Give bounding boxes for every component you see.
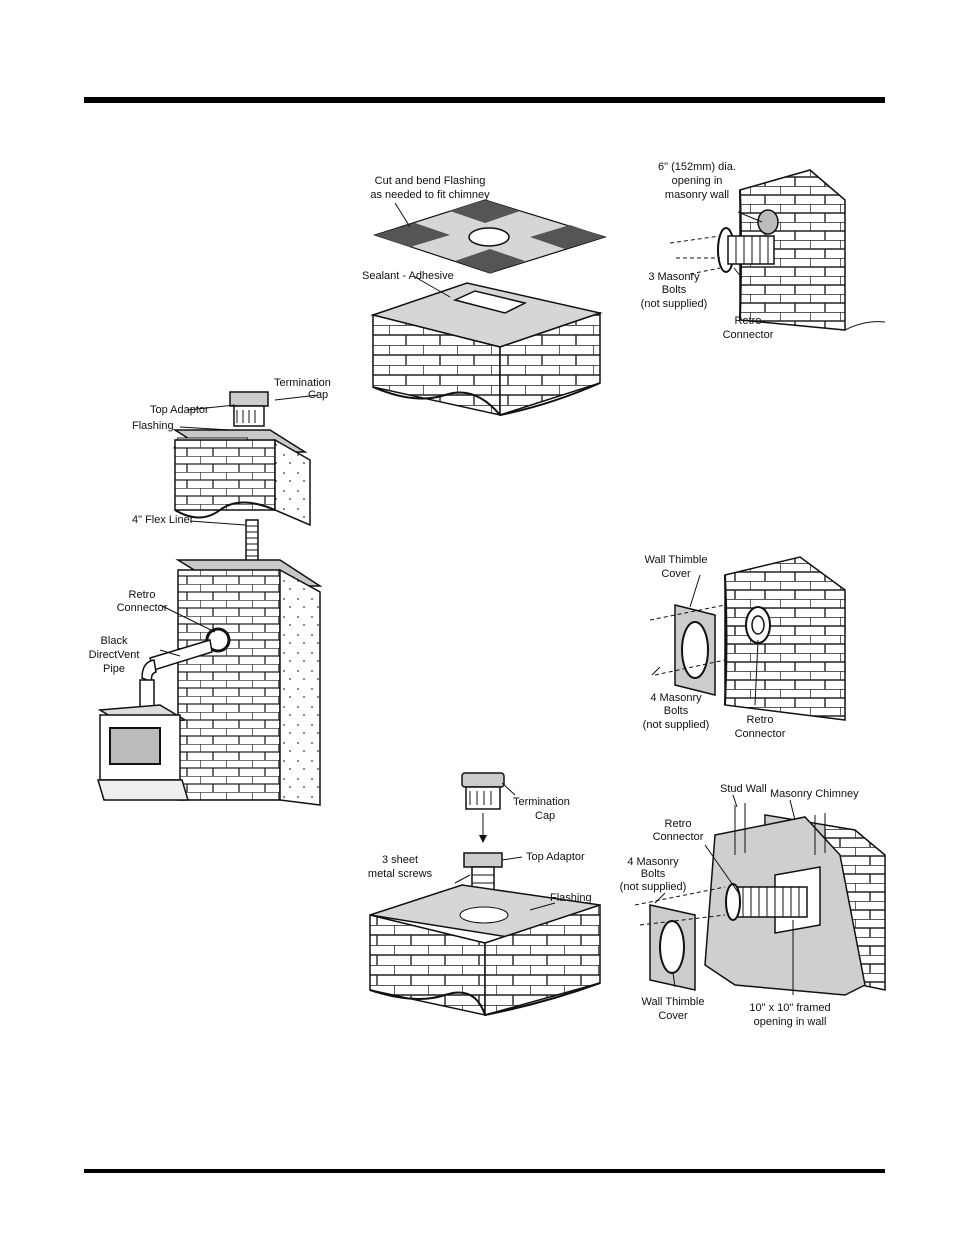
masonry-opening-labels: 6" (152mm) dia. opening in masonry wall … — [641, 161, 774, 341]
label-masonry-bolts-4-2: Bolts — [664, 705, 689, 717]
stud-wall-labels: Stud Wall Masonry Chimney Retro Connecto… — [620, 783, 859, 1028]
flashing-labels: Cut and bend Flashing as needed to fit c… — [362, 175, 490, 282]
label-cut-bend-2: as needed to fit chimney — [370, 189, 490, 201]
label-masonry-bolts-3-1: 3 Masonry — [648, 271, 700, 283]
flashing-diagram — [370, 199, 608, 417]
label-retro-connector-tr-1: Retro — [735, 315, 762, 327]
wall-thimble-labels: Wall Thimble Cover 4 Masonry Bolts (not … — [643, 554, 786, 740]
label-masonry-chimney: Masonry Chimney — [770, 788, 859, 800]
label-termination-cap-b-2: Cap — [535, 810, 555, 822]
label-black-pipe-2: DirectVent — [89, 649, 140, 661]
label-opening-1: 6" (152mm) dia. — [658, 161, 736, 173]
label-wall-thimble-cover-2: Cover — [661, 568, 691, 580]
label-wall-thimble-cover-b-2: Cover — [658, 1010, 688, 1022]
label-masonry-bolts-4b-3: (not supplied) — [620, 881, 687, 893]
label-retro-connector-mr-2: Connector — [735, 728, 786, 740]
label-black-pipe-1: Black — [101, 635, 128, 647]
label-retro-connector-2: Connector — [117, 602, 168, 614]
label-masonry-bolts-3-2: Bolts — [662, 284, 687, 296]
label-framed-opening-1: 10" x 10" framed — [749, 1002, 830, 1014]
label-opening-2: opening in — [672, 175, 723, 187]
label-stud-wall: Stud Wall — [720, 783, 767, 795]
label-wall-thimble-cover-1: Wall Thimble — [645, 554, 708, 566]
label-masonry-bolts-4b-1: 4 Masonry — [627, 856, 679, 868]
label-retro-connector-br-2: Connector — [653, 831, 704, 843]
cap-adaptor-diagram — [369, 772, 601, 1017]
label-masonry-bolts-4-3: (not supplied) — [643, 719, 710, 731]
label-opening-3: masonry wall — [665, 189, 729, 201]
chimney-installation-diagram — [96, 391, 323, 806]
label-black-pipe-3: Pipe — [103, 663, 125, 675]
label-masonry-bolts-4b-2: Bolts — [641, 868, 666, 880]
masonry-opening-diagram — [669, 169, 886, 331]
cap-adaptor-labels: Termination Cap Top Adaptor 3 sheet meta… — [368, 796, 592, 904]
stud-wall-diagram — [634, 794, 886, 996]
label-retro-connector-br-1: Retro — [665, 818, 692, 830]
label-flex-liner: 4" Flex Liner — [132, 514, 194, 526]
label-sheet-screws-1: 3 sheet — [382, 854, 418, 866]
label-termination-cap-1: Termination — [274, 377, 331, 389]
label-framed-opening-2: opening in wall — [754, 1016, 827, 1028]
label-termination-cap-b-1: Termination — [513, 796, 570, 808]
label-masonry-bolts-4-1: 4 Masonry — [650, 692, 702, 704]
label-sealant: Sealant - Adhesive — [362, 270, 454, 282]
header-rule — [84, 97, 885, 103]
footer-rule — [84, 1169, 885, 1173]
label-retro-connector-1: Retro — [129, 589, 156, 601]
label-sheet-screws-2: metal screws — [368, 868, 433, 880]
label-top-adaptor: Top Adaptor — [150, 404, 209, 416]
label-flashing-b: Flashing — [550, 892, 592, 904]
label-cut-bend-1: Cut and bend Flashing — [375, 175, 486, 187]
wall-thimble-diagram — [649, 556, 846, 721]
label-flashing: Flashing — [132, 420, 174, 432]
label-top-adaptor-b: Top Adaptor — [526, 851, 585, 863]
label-retro-connector-tr-2: Connector — [723, 329, 774, 341]
label-masonry-bolts-3-3: (not supplied) — [641, 298, 708, 310]
left-labels: Termination Cap Top Adaptor Flashing 4" … — [89, 377, 331, 675]
label-wall-thimble-cover-b-1: Wall Thimble — [642, 996, 705, 1008]
label-retro-connector-mr-1: Retro — [747, 714, 774, 726]
label-termination-cap-2: Cap — [308, 389, 328, 401]
